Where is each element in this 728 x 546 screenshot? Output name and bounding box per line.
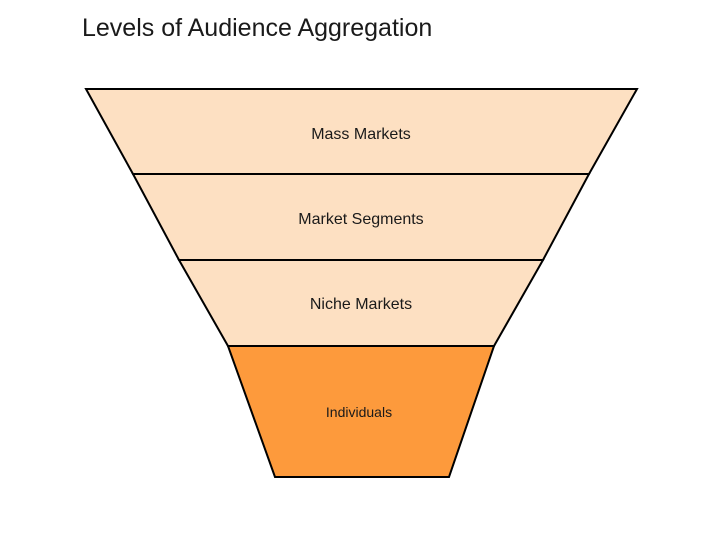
page-title: Levels of Audience Aggregation xyxy=(82,14,433,42)
funnel-band-individuals xyxy=(226,345,496,478)
funnel-level-market-segments: Market Segments xyxy=(131,173,591,261)
funnel-level-individuals: Individuals xyxy=(226,345,496,478)
funnel-label-market-segments: Market Segments xyxy=(298,211,423,228)
funnel-label-mass-markets: Mass Markets xyxy=(311,126,411,143)
funnel-label-individuals: Individuals xyxy=(326,404,392,420)
funnel-level-mass-markets: Mass Markets xyxy=(84,88,639,175)
funnel-label-niche-markets: Niche Markets xyxy=(310,296,412,313)
funnel-level-niche-markets: Niche Markets xyxy=(177,259,545,347)
